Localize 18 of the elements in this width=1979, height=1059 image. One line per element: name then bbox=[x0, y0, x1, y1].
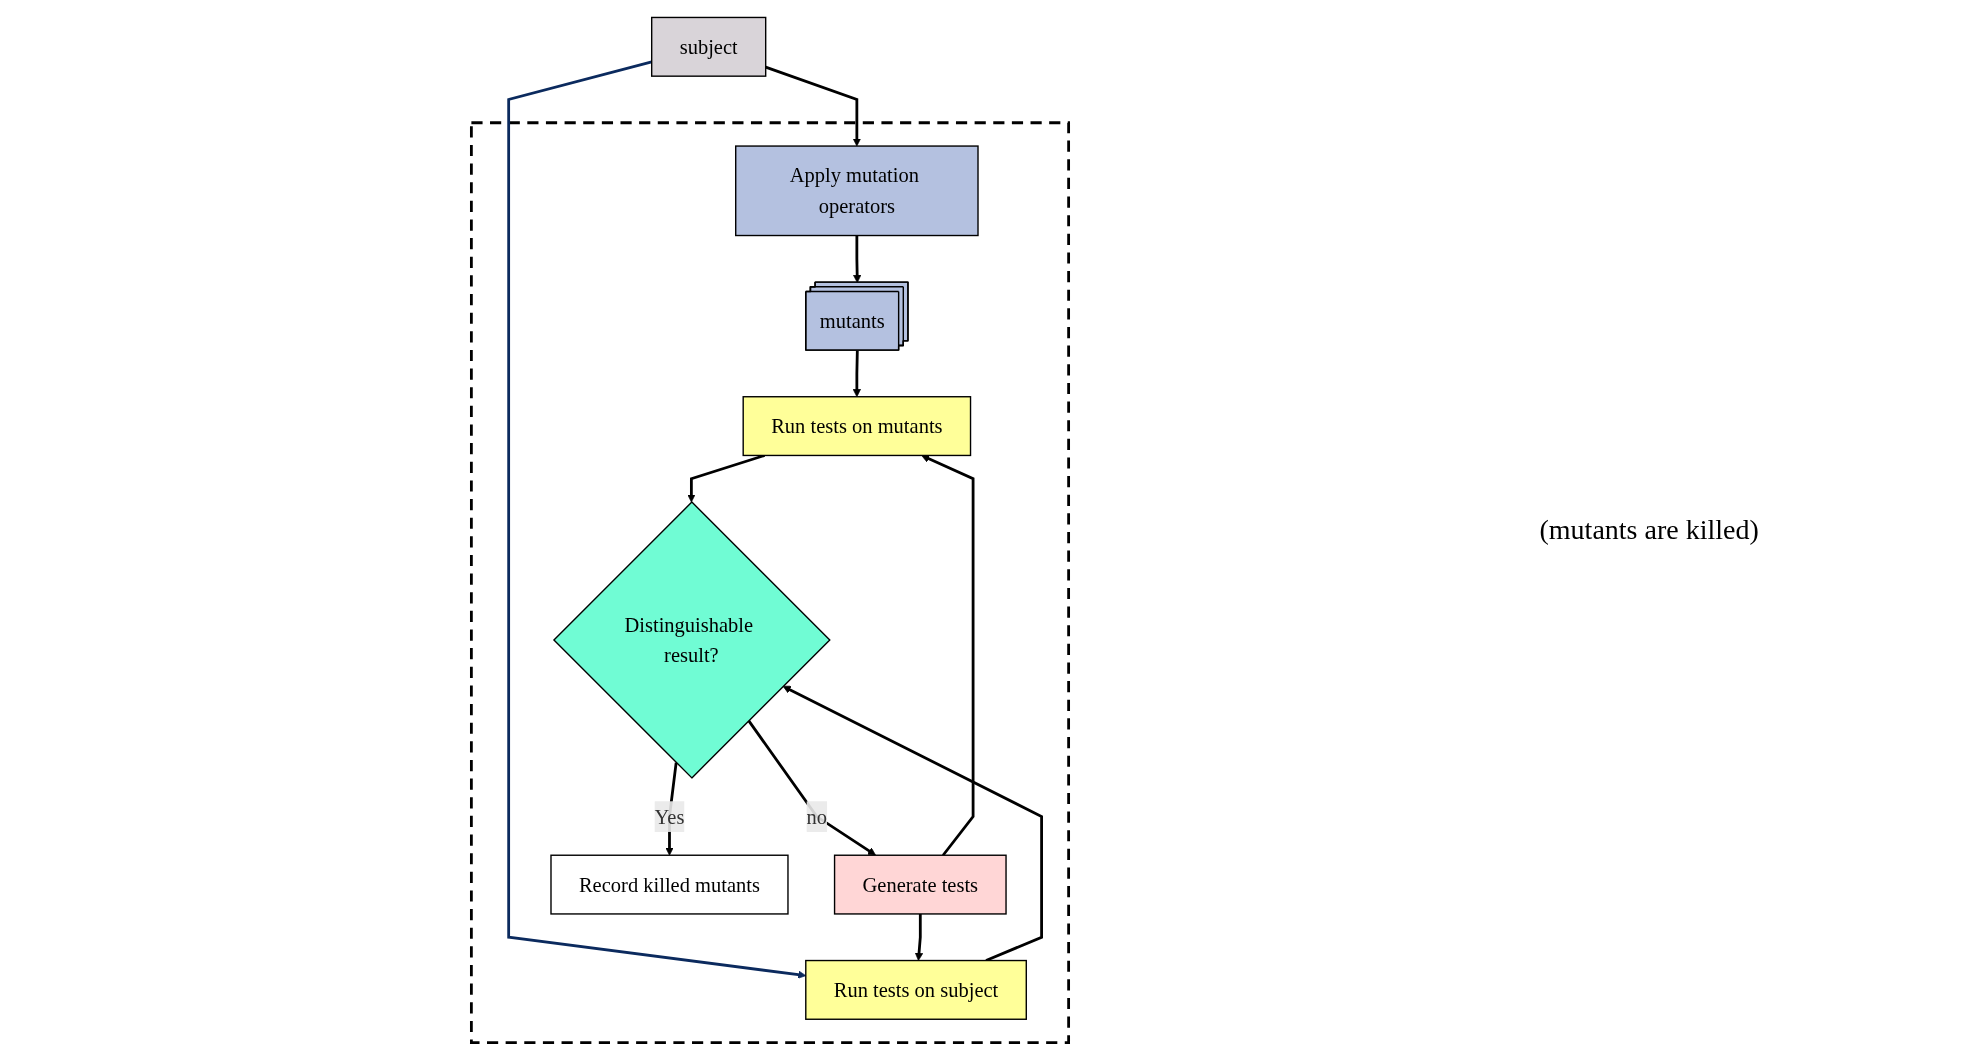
node-box: Run tests on mutants bbox=[742, 395, 971, 456]
arrow bbox=[747, 719, 876, 856]
arrow bbox=[782, 685, 1043, 962]
node-box: subject bbox=[650, 16, 766, 77]
node-box: Generate tests bbox=[833, 854, 1007, 915]
note-text: (mutants are killed) bbox=[1539, 513, 1760, 546]
node-box: Record killed mutants bbox=[549, 854, 789, 915]
node-box: Apply mutation operators bbox=[734, 144, 979, 236]
arrow bbox=[914, 913, 923, 961]
edge-label: Yes bbox=[654, 804, 684, 828]
arrow bbox=[506, 59, 806, 979]
edge-label: no bbox=[806, 804, 827, 828]
arrow bbox=[920, 454, 974, 856]
arrow bbox=[852, 350, 861, 397]
node-diamond: Distinguishable result? bbox=[552, 500, 831, 779]
node-box: Run tests on subject bbox=[804, 959, 1027, 1020]
cluster bbox=[469, 120, 1070, 1044]
arrow bbox=[686, 453, 765, 502]
